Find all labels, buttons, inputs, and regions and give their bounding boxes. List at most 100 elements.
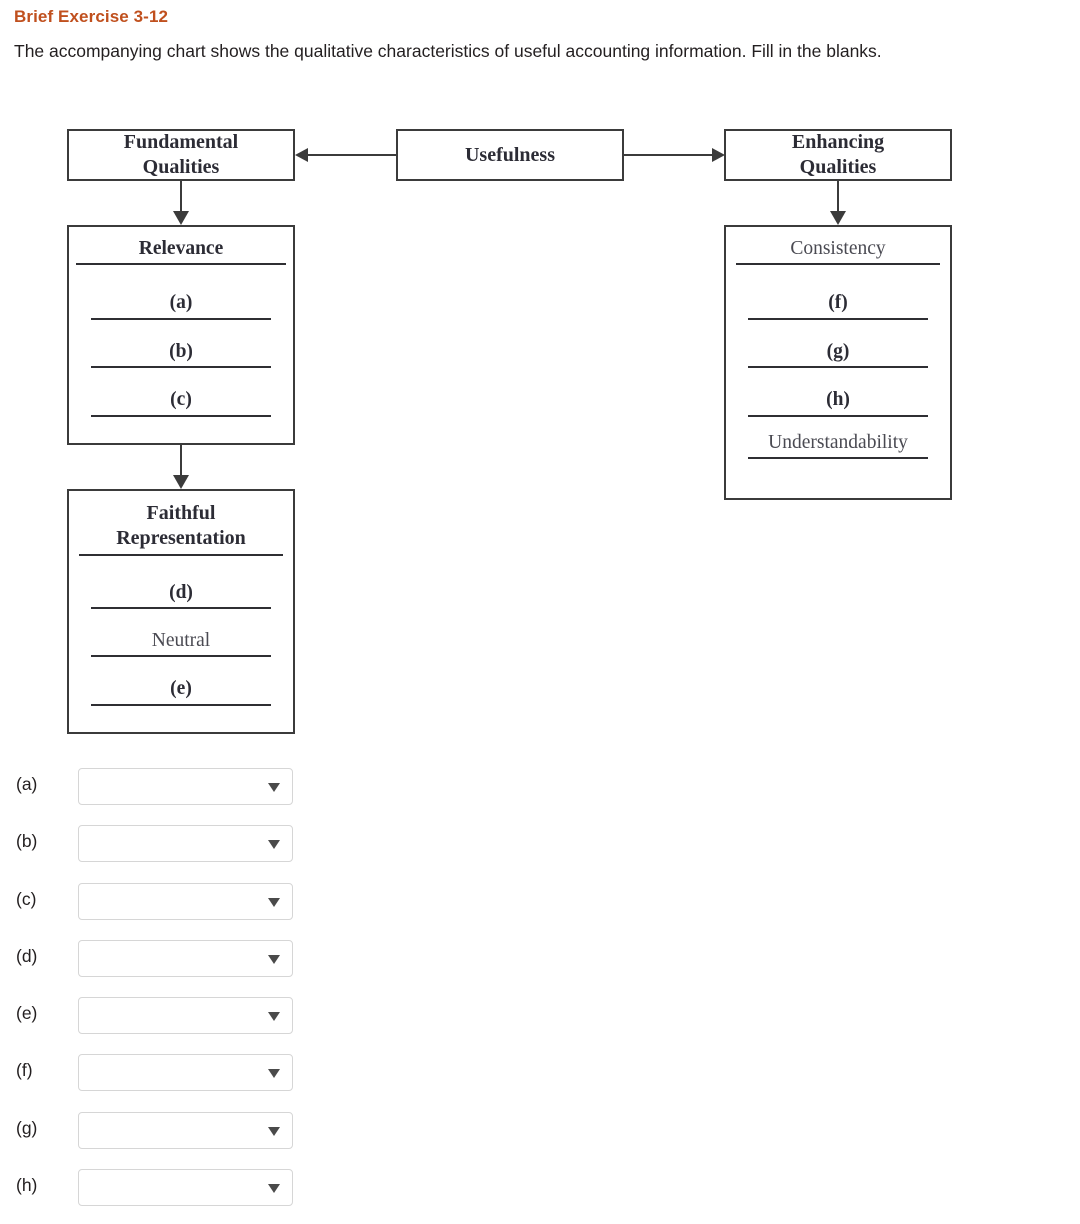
enhancing-qualities-line-1: Enhancing <box>791 131 885 154</box>
relevance-blank-c-label: (c) <box>170 389 192 411</box>
answer-label-f: (f) <box>16 1060 33 1081</box>
chevron-down-icon[interactable] <box>268 1012 280 1022</box>
connector-usefulness-to-fundamental <box>307 154 396 156</box>
relevance-blank-a: (a) <box>69 291 293 320</box>
answer-row-a: (a) <box>0 762 1080 819</box>
answer-select-h[interactable] <box>78 1169 293 1207</box>
relevance-blank-b: (b) <box>69 340 293 369</box>
fundamental-qualities-box: Fundamental Qualities <box>67 129 295 181</box>
enhancing-qualities-line-2: Qualities <box>799 156 877 178</box>
answer-select-g[interactable] <box>78 1111 293 1149</box>
answer-label-e: (e) <box>16 1003 38 1024</box>
answer-row-b: (b) <box>0 819 1080 876</box>
enhancing-blank-h: (h) <box>726 388 950 417</box>
chevron-down-icon[interactable] <box>268 1184 280 1194</box>
answer-label-a: (a) <box>16 774 38 794</box>
relevance-blank-c: (c) <box>69 388 293 417</box>
fundamental-qualities-line-2: Qualities <box>142 156 220 178</box>
qualitative-characteristics-chart: Usefulness Fundamental Qualities Relevan… <box>67 129 952 734</box>
faithful-blank-e: (e) <box>69 677 293 706</box>
answer-label-h: (h) <box>16 1175 38 1196</box>
arrowhead-to-relevance <box>173 211 189 225</box>
answer-row-h: (h) <box>0 1163 1080 1220</box>
enhancing-blank-h-label: (h) <box>826 389 850 411</box>
consistency-label: Consistency <box>790 238 886 259</box>
faithful-title-rule <box>79 553 283 556</box>
faithful-blank-e-label: (e) <box>170 678 192 700</box>
chevron-down-icon[interactable] <box>268 954 280 964</box>
connector-usefulness-to-enhancing <box>624 154 714 156</box>
fundamental-qualities-label: Fundamental Qualities <box>69 130 293 180</box>
connector-fundamental-to-relevance <box>180 181 182 213</box>
faithful-representation-line-2: Representation <box>116 526 246 549</box>
relevance-blank-b-rule <box>91 366 271 369</box>
connector-relevance-to-faithful <box>180 445 182 477</box>
enhancing-qualities-list-box: Consistency (f) (g) (h) Understandabilit… <box>724 225 952 500</box>
enhancing-blank-h-rule <box>748 414 928 417</box>
enhancing-qualities-label: Enhancing Qualities <box>726 130 950 180</box>
answer-select-e[interactable] <box>78 997 293 1035</box>
chevron-down-icon[interactable] <box>268 897 280 907</box>
arrowhead-to-enhancing-list <box>830 211 846 225</box>
chevron-down-icon[interactable] <box>268 1069 280 1079</box>
relevance-title-slot: Relevance <box>69 237 293 266</box>
chevron-down-icon[interactable] <box>268 783 280 792</box>
understandability-label: Understandability <box>768 431 908 453</box>
relevance-blank-a-rule <box>91 317 271 320</box>
enhancing-qualities-box: Enhancing Qualities <box>724 129 952 181</box>
faithful-blank-d: (d) <box>69 581 293 609</box>
fundamental-qualities-line-1: Fundamental <box>123 131 239 154</box>
enhancing-blank-f-rule <box>748 317 928 320</box>
relevance-blank-a-label: (a) <box>169 292 193 314</box>
usefulness-box: Usefulness <box>396 129 624 181</box>
answer-row-d: (d) <box>0 934 1080 991</box>
understandability-rule <box>748 456 928 459</box>
answer-label-g: (g) <box>16 1117 38 1138</box>
relevance-blank-b-label: (b) <box>169 340 193 362</box>
faithful-representation-line-1: Faithful <box>146 502 216 524</box>
faithful-neutral-label: Neutral <box>151 629 211 651</box>
arrowhead-to-enhancing <box>712 148 725 162</box>
faithful-representation-box: Faithful Representation (d) Neutral (e) <box>67 489 295 734</box>
relevance-label: Relevance <box>138 238 224 259</box>
answer-label-b: (b) <box>16 831 38 852</box>
page-title: Brief Exercise 3-12 <box>14 7 169 26</box>
faithful-title-slot: Faithful Representation <box>69 501 293 556</box>
enhancing-blank-g: (g) <box>726 340 950 369</box>
relevance-blank-c-rule <box>91 414 271 417</box>
answer-dropdown-list: (a) (b) (c) (d) (e) (f) <box>0 762 1080 1220</box>
consistency-slot: Consistency <box>726 237 950 266</box>
answer-select-f[interactable] <box>78 1054 293 1092</box>
faithful-blank-e-rule <box>91 703 271 706</box>
answer-label-d: (d) <box>16 945 38 966</box>
faithful-blank-d-rule <box>91 606 271 609</box>
enhancing-blank-f: (f) <box>726 291 950 320</box>
faithful-neutral: Neutral <box>69 629 293 658</box>
relevance-box: Relevance (a) (b) (c) <box>67 225 295 445</box>
answer-row-f: (f) <box>0 1048 1080 1105</box>
answer-select-d[interactable] <box>78 939 293 977</box>
chevron-down-icon[interactable] <box>268 840 280 850</box>
faithful-blank-d-label: (d) <box>169 581 193 603</box>
arrowhead-to-fundamental <box>295 148 308 162</box>
answer-row-e: (e) <box>0 991 1080 1048</box>
exercise-prompt: The accompanying chart shows the qualita… <box>14 41 882 61</box>
answer-select-a[interactable] <box>78 768 293 805</box>
answer-label-c: (c) <box>16 888 37 909</box>
connector-enhancing-to-list <box>837 181 839 213</box>
answer-select-c[interactable] <box>78 882 293 920</box>
relevance-title-rule <box>76 263 286 266</box>
understandability-slot: Understandability <box>726 431 950 459</box>
answer-select-b[interactable] <box>78 825 293 863</box>
answer-row-g: (g) <box>0 1106 1080 1163</box>
faithful-representation-label: Faithful Representation <box>69 501 293 551</box>
usefulness-label: Usefulness <box>464 143 555 166</box>
enhancing-blank-g-rule <box>748 366 928 369</box>
answer-row-c: (c) <box>0 877 1080 934</box>
faithful-neutral-rule <box>91 655 271 658</box>
enhancing-blank-f-label: (f) <box>828 292 848 314</box>
enhancing-blank-g-label: (g) <box>826 340 850 362</box>
chevron-down-icon[interactable] <box>268 1126 280 1136</box>
arrowhead-to-faithful <box>173 475 189 489</box>
consistency-rule <box>736 263 940 266</box>
